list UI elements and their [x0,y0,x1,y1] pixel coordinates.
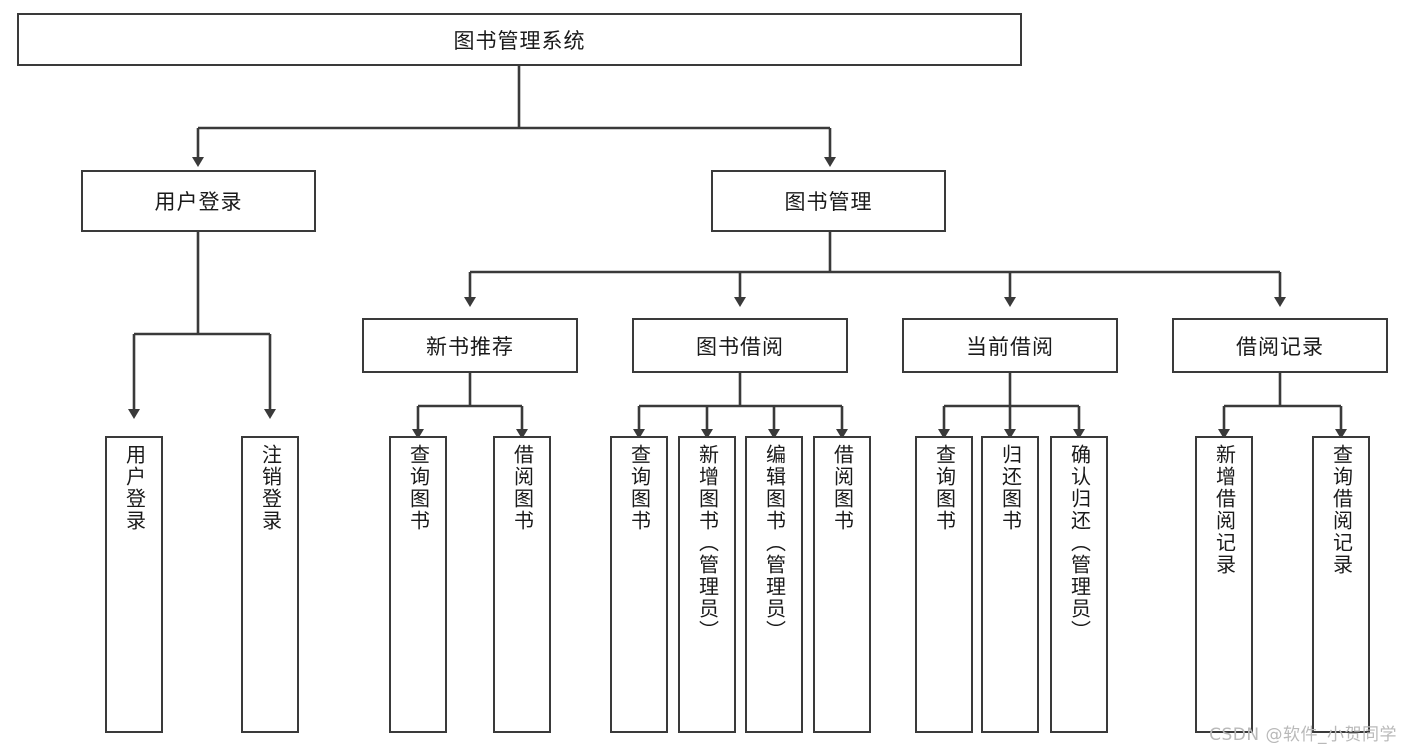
leaf-user-login-login[interactable]: 用户登录 [105,436,163,733]
leaf-book-borrow-edit[interactable]: 编辑图书（管理员） [745,436,803,733]
node-label: 注销登录 [258,444,283,532]
node-label: 当前借阅 [966,334,1054,359]
node-book-borrow[interactable]: 图书借阅 [632,318,848,373]
leaf-borrow-record-query[interactable]: 查询借阅记录 [1312,436,1370,733]
node-label: 用户登录 [122,444,147,532]
node-label: 归还图书 [998,444,1023,532]
leaf-book-borrow-add[interactable]: 新增图书（管理员） [678,436,736,733]
node-new-book-recommend[interactable]: 新书推荐 [362,318,578,373]
node-label: 借阅图书 [830,444,855,532]
node-label: 图书管理系统 [453,28,586,53]
node-label: 新增借阅记录 [1212,444,1237,576]
node-user-login[interactable]: 用户登录 [81,170,316,232]
node-label: 用户登录 [154,190,243,214]
node-label: 查询借阅记录 [1329,444,1354,576]
leaf-current-borrow-return[interactable]: 归还图书 [981,436,1039,733]
node-label: 查询图书 [627,444,652,532]
watermark-text: CSDN @软件_小贺同学 [1209,725,1397,745]
leaf-new-book-query[interactable]: 查询图书 [389,436,447,733]
node-label: 新增图书（管理员） [695,444,720,642]
node-label: 查询图书 [406,444,431,532]
node-label: 编辑图书（管理员） [762,444,787,642]
node-book-management[interactable]: 图书管理 [711,170,946,232]
node-current-borrow[interactable]: 当前借阅 [902,318,1118,373]
node-label: 借阅图书 [510,444,535,532]
leaf-current-borrow-query[interactable]: 查询图书 [915,436,973,733]
node-label: 确认归还（管理员） [1067,444,1092,642]
node-label: 新书推荐 [426,334,514,359]
node-root-book-management-system[interactable]: 图书管理系统 [17,13,1022,66]
leaf-current-borrow-confirm-return[interactable]: 确认归还（管理员） [1050,436,1108,733]
node-label: 查询图书 [932,444,957,532]
leaf-new-book-borrow[interactable]: 借阅图书 [493,436,551,733]
leaf-borrow-record-add[interactable]: 新增借阅记录 [1195,436,1253,733]
leaf-book-borrow-query[interactable]: 查询图书 [610,436,668,733]
node-label: 图书管理 [784,190,873,214]
node-label: 借阅记录 [1236,334,1324,359]
leaf-book-borrow-borrow[interactable]: 借阅图书 [813,436,871,733]
leaf-user-login-logout[interactable]: 注销登录 [241,436,299,733]
node-borrow-record[interactable]: 借阅记录 [1172,318,1388,373]
node-label: 图书借阅 [696,334,784,359]
